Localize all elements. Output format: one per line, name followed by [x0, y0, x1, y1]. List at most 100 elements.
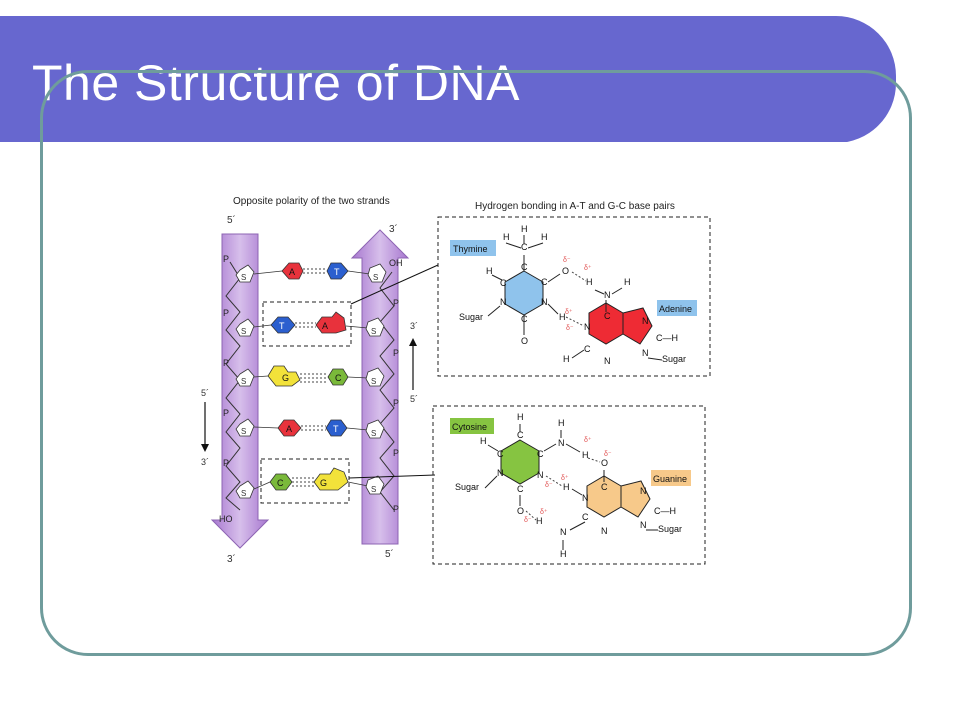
delta-negative: δ⁻ — [566, 325, 574, 332]
atom-h: H — [624, 277, 631, 287]
atom-c: C — [497, 449, 504, 459]
thymine-label-box — [450, 240, 496, 256]
atom-c-h: C—H — [656, 333, 678, 343]
adenine-label: Adenine — [659, 304, 692, 314]
slide-frame — [40, 70, 912, 656]
slide-title: The Structure of DNA — [32, 55, 520, 111]
cytosine-label: Cytosine — [452, 422, 487, 432]
atom-n: N — [500, 297, 507, 307]
connector-line — [348, 474, 436, 479]
thymine-label: Thymine — [453, 244, 488, 254]
base-letter-left: C — [277, 478, 284, 488]
guanine-label: Guanine — [653, 474, 687, 484]
atom-h: H — [586, 277, 593, 287]
atom-o: O — [601, 458, 608, 468]
right-backbone — [379, 271, 395, 511]
atom-h: H — [536, 516, 543, 526]
guanine-label-box — [651, 470, 691, 486]
sugar-label-text: Sugar — [455, 482, 479, 492]
atom-o: O — [517, 506, 524, 516]
cytosine-label-box — [450, 418, 494, 434]
atom-c: C — [604, 311, 611, 321]
right-strand-top-end: 3´ — [389, 223, 398, 235]
base-pair-row: S G C S — [235, 365, 385, 387]
delta-negative: δ⁻ — [545, 482, 553, 489]
delta-negative: δ⁻ — [604, 451, 612, 458]
sugar-label: S — [241, 427, 246, 436]
base-letter-left: G — [282, 373, 289, 383]
delta-positive: δ⁺ — [540, 509, 548, 516]
atom-h: H — [563, 482, 570, 492]
right-heading: Hydrogen bonding in A-T and G-C base pai… — [475, 201, 675, 212]
highlight-box-cg — [260, 458, 350, 504]
phosphate-label: P — [223, 358, 229, 368]
delta-positive: δ⁺ — [561, 475, 569, 482]
atom-c: C — [517, 484, 524, 494]
delta-positive: δ⁺ — [565, 309, 573, 316]
right-strand: 3´ 5´ OH — [350, 223, 410, 560]
atom-c: C — [584, 344, 591, 354]
base-pair-row: S A T S — [235, 262, 387, 283]
atom-n: N — [604, 356, 611, 366]
right-strand-bottom-end: 5´ — [385, 548, 394, 560]
atom-n: N — [604, 290, 611, 300]
sugar-label: S — [241, 489, 246, 498]
base-letter-left: A — [286, 424, 292, 434]
atom-h: H — [559, 312, 566, 322]
left-strand-ho: HO — [219, 514, 233, 524]
sugar-label: S — [373, 273, 378, 282]
base-pair-row: S C G S — [235, 458, 385, 504]
guanine-imidazole — [620, 480, 651, 518]
atom-h: H — [563, 354, 570, 364]
right-strand-oh: OH — [389, 258, 403, 268]
atom-c: C — [517, 430, 524, 440]
atom-h: H — [541, 232, 548, 242]
phosphate-label: P — [223, 254, 229, 264]
delta-positive: δ⁺ — [584, 437, 592, 444]
phosphate-label: P — [223, 408, 229, 418]
atom-c-h: C—H — [654, 506, 676, 516]
left-strand-top-end: 5´ — [227, 214, 236, 226]
atom-o: O — [521, 336, 528, 346]
left-strand: 5´ 3´ HO — [210, 214, 270, 565]
direction-left-bottom: 3´ — [201, 457, 209, 467]
base-letter-left: A — [289, 267, 295, 277]
direction-right-top: 3´ — [410, 321, 418, 331]
atom-c: C — [541, 277, 548, 287]
delta-negative: δ⁻ — [524, 517, 532, 524]
phosphate-label: P — [223, 458, 229, 468]
base-letter-right: G — [320, 478, 327, 488]
left-backbone — [225, 261, 241, 511]
title-bar: The Structure of DNA — [0, 16, 896, 145]
at-pair-panel: Thymine Adenine C C H H H C H C O N Suga… — [437, 216, 711, 377]
atom-n: N — [642, 348, 649, 358]
atom-h: H — [558, 418, 565, 428]
title-underline — [0, 142, 850, 145]
atom-h: H — [521, 224, 528, 234]
atom-c: C — [537, 449, 544, 459]
base-pair-row: S T A S — [235, 301, 385, 347]
atom-n: N — [584, 322, 591, 332]
atom-h: H — [480, 436, 487, 446]
phosphate-label: P — [393, 348, 399, 358]
sugar-label: S — [371, 377, 376, 386]
atom-h: H — [560, 549, 567, 559]
phosphate-label: P — [223, 308, 229, 318]
atom-n: N — [642, 316, 649, 326]
sugar-label-text: Sugar — [662, 354, 686, 364]
atom-n: N — [560, 527, 567, 537]
sugar-label-text: Sugar — [658, 524, 682, 534]
atom-h: H — [582, 450, 589, 460]
highlight-box-at — [262, 301, 352, 347]
base-letter-right: A — [322, 321, 328, 331]
direction-arrow-right: 3´ 5´ — [409, 321, 418, 404]
left-strand-bottom-end: 3´ — [227, 553, 236, 565]
sugar-label: S — [241, 273, 246, 282]
sugar-label: S — [241, 327, 246, 336]
delta-positive: δ⁺ — [584, 265, 592, 272]
sugar-label: S — [241, 377, 246, 386]
base-letter-left: T — [279, 321, 285, 331]
base-pair-row: S A T S — [235, 418, 385, 439]
atom-n: N — [640, 486, 647, 496]
